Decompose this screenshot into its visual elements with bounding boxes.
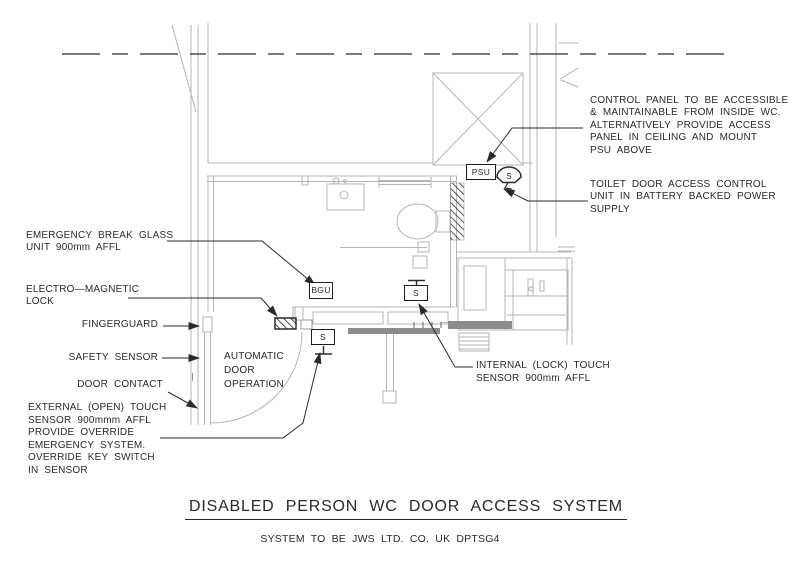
label-door-contact: DOOR CONTACT — [77, 379, 163, 390]
external-sensor-tag: S — [311, 329, 335, 345]
drawing-subtitle: SYSTEM TO BE JWS LTD. CO. UK DPTSG4 — [260, 533, 500, 545]
label-fingerguard: FINGERGUARD — [81, 319, 158, 330]
leader-external-sensor — [160, 352, 322, 439]
label-automatic-door-operation: AUTOMATIC DOOR OPERATION — [224, 351, 284, 390]
internal-sensor-tag-label: S — [413, 287, 419, 298]
psu-tag: PSU — [466, 164, 496, 180]
bgu-tag: BGU — [309, 282, 333, 299]
label-emergency-break-glass: EMERGENCY BREAK GLASS UNIT 900mm AFFL — [26, 230, 174, 254]
drawing-title: DISABLED PERSON WC DOOR ACCESS SYSTEM — [185, 498, 627, 520]
door-zone-hatch — [450, 182, 465, 241]
label-electro-magnetic-lock: ELECTRO—MAGNETIC LOCK — [26, 284, 140, 308]
leader-door-contact — [167, 391, 198, 409]
leader-internal-sensor — [418, 303, 473, 368]
leader-emergency-break-glass — [167, 240, 316, 286]
external-sensor-tag-label: S — [320, 331, 326, 342]
electro-magnetic-lock-symbol — [274, 317, 313, 330]
label-external-touch-sensor: EXTERNAL (OPEN) TOUCH SENSOR 900mmm AFFL… — [28, 402, 167, 476]
leader-lines — [128, 127, 588, 439]
label-toilet-door-unit: TOILET DOOR ACCESS CONTROL UNIT IN BATTE… — [590, 179, 776, 215]
building-structure — [171, 23, 579, 425]
label-internal-touch-sensor: INTERNAL (LOCK) TOUCH SENSOR 900mm AFFL — [476, 360, 610, 384]
wall-ticks — [413, 322, 442, 328]
internal-sensor-tag: S — [404, 285, 428, 301]
psu-sounder-symbol: S — [496, 166, 522, 195]
leader-toilet-door-unit — [503, 188, 588, 202]
wall-fill-strips — [348, 321, 512, 334]
leader-em-lock — [128, 297, 278, 317]
leader-control-panel — [486, 127, 583, 163]
label-safety-sensor: SAFETY SENSOR — [68, 352, 158, 363]
bgu-tag-label: BGU — [311, 285, 331, 296]
label-control-panel: CONTROL PANEL TO BE ACCESSIBLE & MAINTAI… — [590, 95, 789, 156]
sounder-letter: S — [506, 172, 511, 181]
psu-tag-label: PSU — [471, 166, 491, 177]
